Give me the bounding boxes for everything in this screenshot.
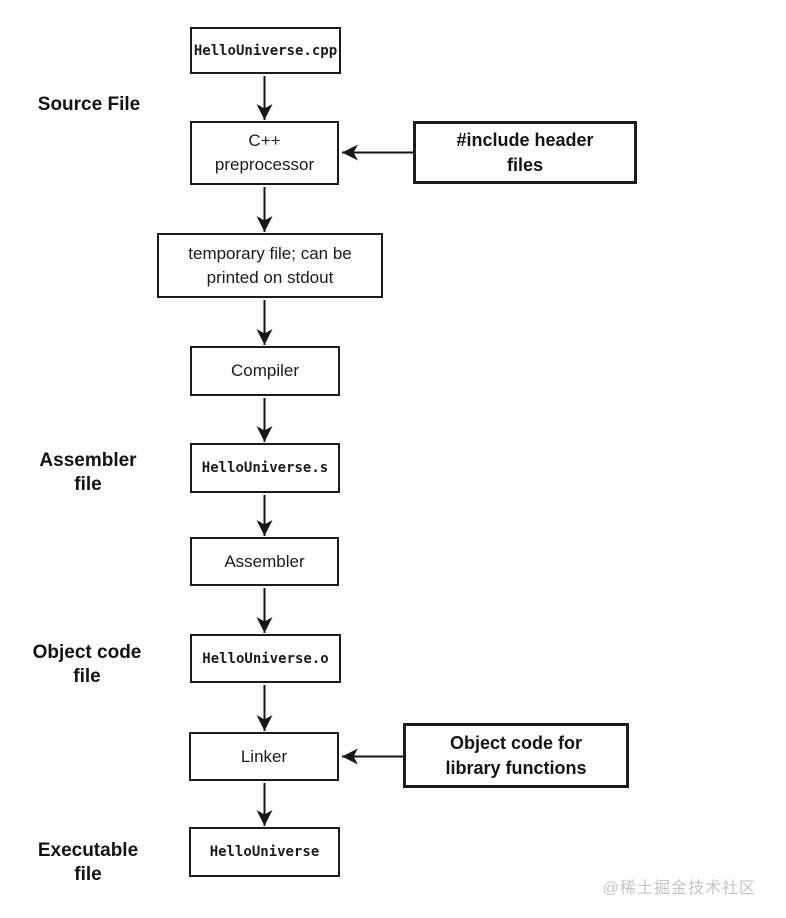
node-object-file: HelloUniverse.o (190, 634, 341, 683)
annotation-library-objects-line2: library functions (445, 757, 587, 778)
node-temp-file-label-line1: temporary file; can be (188, 243, 352, 263)
node-preprocessor-label-line1: C++ (248, 131, 281, 150)
node-preprocessor: C++ preprocessor (190, 121, 339, 185)
label-source-file-line1: Source File (37, 94, 141, 115)
label-source-file: Source File (13, 93, 165, 117)
label-assembler-file-line1: Assembler (39, 450, 137, 471)
node-compiler: Compiler (190, 346, 340, 396)
label-executable-file-line2: file (74, 864, 102, 885)
watermark-text: @稀土掘金技术社区 (602, 880, 756, 897)
label-assembler-file-line2: file (74, 474, 102, 495)
node-linker: Linker (189, 732, 339, 781)
label-object-code-file-line1: Object code (32, 642, 142, 663)
node-source-file: HelloUniverse.cpp (190, 27, 341, 74)
node-assembler: Assembler (190, 537, 339, 586)
label-assembler-file: Assembler file (12, 449, 164, 497)
label-executable-file-line1: Executable (37, 840, 139, 861)
node-executable-label: HelloUniverse (209, 844, 320, 860)
label-executable-file: Executable file (12, 839, 164, 887)
label-object-code-file-line2: file (73, 666, 101, 687)
node-compiler-label: Compiler (230, 361, 300, 380)
node-object-file-label: HelloUniverse.o (202, 650, 329, 667)
node-source-file-label: HelloUniverse.cpp (193, 42, 338, 59)
annotation-include-headers-line2: files (506, 154, 544, 175)
annotation-include-headers: #include header files (413, 121, 637, 184)
node-temp-file: temporary file; can be printed on stdout (157, 233, 383, 298)
node-assembler-file-label: HelloUniverse.s (201, 460, 329, 476)
node-temp-file-label-line2: printed on stdout (206, 267, 334, 287)
annotation-library-objects-line1: Object code for (449, 732, 583, 753)
node-preprocessor-label-line2: preprocessor (214, 155, 315, 174)
annotation-include-headers-line1: #include header (456, 129, 594, 150)
annotation-library-objects: Object code for library functions (403, 723, 629, 788)
node-linker-label: Linker (240, 746, 288, 766)
label-object-code-file: Object code file (11, 641, 163, 689)
node-assembler-label: Assembler (224, 551, 305, 571)
node-assembler-file: HelloUniverse.s (190, 443, 340, 493)
node-executable: HelloUniverse (189, 827, 340, 877)
